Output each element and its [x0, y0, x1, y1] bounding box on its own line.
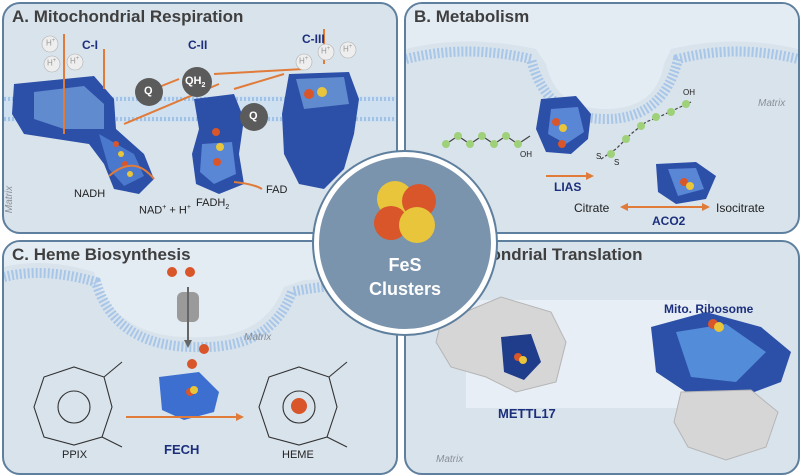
complex-i-structure [12, 76, 154, 194]
complex-ii-structure [192, 94, 244, 194]
fech-label: FECH [164, 442, 200, 457]
lipoyl-chain [600, 100, 692, 160]
quinone-circle-1 [135, 78, 163, 106]
complex-iii-label: C-III [302, 32, 325, 46]
translation-illustration [435, 296, 791, 461]
panel-b-matrix-label: Matrix [758, 98, 786, 109]
proton-label: H+ [343, 44, 353, 54]
octanoyl-chain [442, 132, 531, 148]
heme-iron [291, 398, 307, 414]
complex-ii-label: C-II [188, 38, 208, 52]
proton-label: H+ [46, 38, 56, 48]
mettl17-label: METTL17 [498, 406, 556, 421]
respiration-illustration [4, 29, 396, 194]
lias-structure [536, 96, 591, 154]
oh-label-product: OH [683, 88, 695, 97]
aco2-structure [656, 162, 716, 204]
fad-label: FAD [266, 184, 288, 196]
center-label-line2: Clusters [368, 279, 442, 299]
oh-label: OH [520, 150, 532, 159]
panel-c-title: C. Heme Biosynthesis [12, 245, 191, 264]
nad-label: NAD+ + H+ [139, 204, 191, 217]
panel-b-title: B. Metabolism [414, 7, 530, 26]
panel-a-matrix-label: Matrix [4, 185, 16, 214]
heme-label: HEME [282, 449, 314, 461]
mito-ribosome-label: Mito. Ribosome [664, 302, 754, 316]
heme-illustration [4, 242, 396, 448]
proton-label: H+ [321, 46, 331, 56]
quinone-label-1: Q [144, 85, 153, 97]
fech-structure [159, 372, 219, 420]
cristae-membrane [406, 46, 798, 125]
center-label-line1: FeS [388, 255, 422, 275]
panel-d-matrix-label: Matrix [436, 454, 464, 465]
fes-cluster-emblem: FeS Clusters [314, 152, 496, 334]
quinone-circle-2 [240, 103, 268, 131]
isocitrate-label: Isocitrate [716, 201, 765, 215]
panel-metabolism: B. Metabolism OH OH S S LIAS Citrate Iso… [404, 2, 800, 234]
aco2-label: ACO2 [652, 214, 686, 228]
mettl17-ribosome-structure [435, 296, 567, 393]
complex-i-label: C-I [82, 38, 98, 52]
sulfur-label: S [596, 152, 602, 161]
panel-mitochondrial-respiration: A. Mitochondrial Respiration C-I C-II C-… [2, 2, 398, 234]
citrate-label: Citrate [574, 201, 610, 215]
proton-label: H+ [299, 56, 309, 66]
panel-c-matrix-label: Matrix [244, 332, 272, 343]
nadh-label: NADH [74, 188, 106, 200]
proton-label: H+ [47, 58, 57, 68]
quinol-label: QH2 [185, 75, 206, 90]
proton-label: H+ [70, 56, 80, 66]
panel-mitochondrial-translation: D. Mitochondrial Translation Mito. Ribos… [404, 240, 800, 475]
quinone-label-2: Q [249, 110, 258, 122]
sulfur-label: S [614, 158, 620, 167]
fadh2-label: FADH2 [196, 197, 230, 212]
metabolism-illustration [406, 4, 798, 211]
inner-membrane [4, 268, 396, 353]
quinol-circle [182, 67, 212, 97]
iron-ions [167, 267, 209, 369]
ppix-structure [33, 361, 123, 448]
fes-cluster-icon [374, 181, 436, 243]
complex-iii-structure [282, 72, 359, 189]
mito-ribosome-structure [651, 312, 791, 461]
panel-a-title: A. Mitochondrial Respiration [12, 7, 244, 26]
ppix-label: PPIX [62, 449, 88, 461]
lias-label: LIAS [554, 180, 582, 194]
heme-structure [258, 361, 348, 448]
proton-bubbles [41, 35, 357, 73]
